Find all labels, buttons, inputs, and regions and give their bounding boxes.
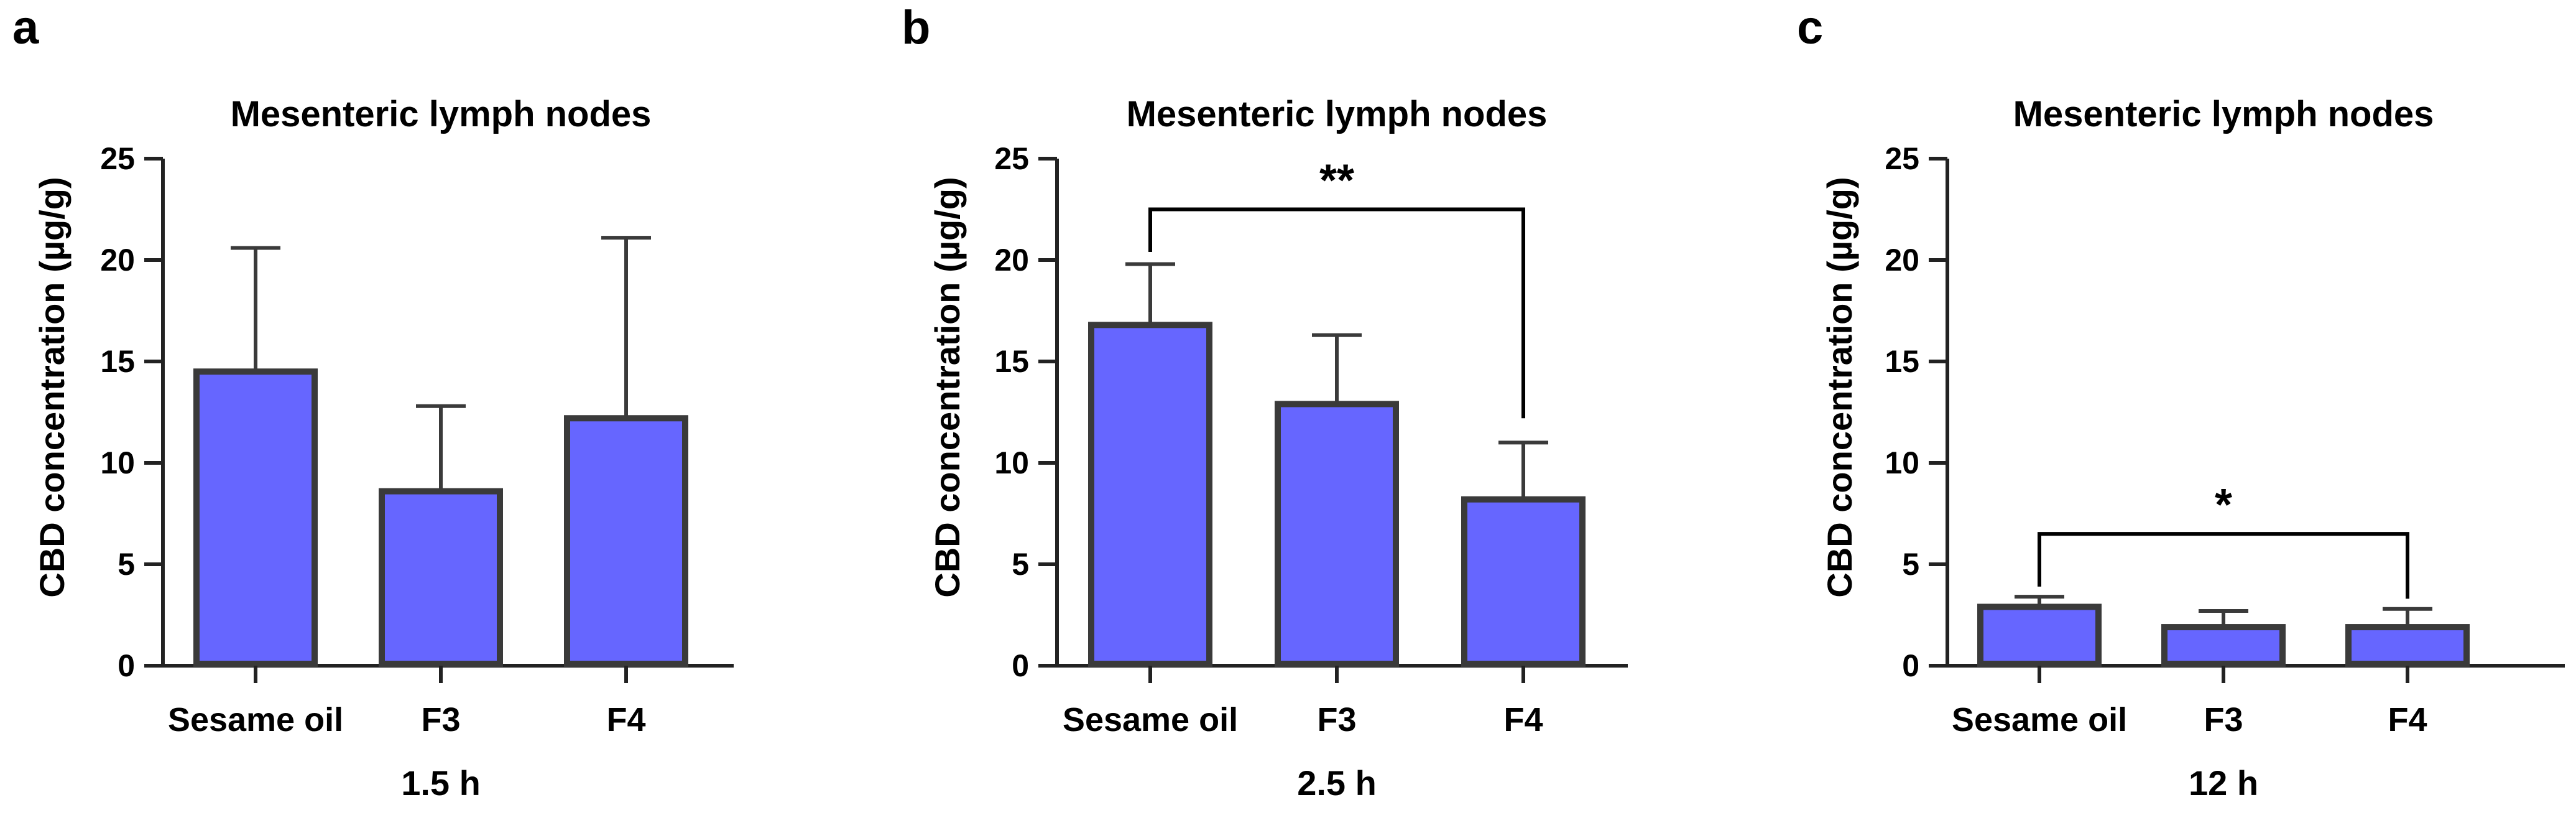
y-tick-label: 25 xyxy=(1885,141,1919,176)
panel-letter: a xyxy=(12,1,39,54)
x-axis-label: 1.5 h xyxy=(401,763,481,803)
y-tick-label: 10 xyxy=(100,445,135,480)
x-tick-label: F3 xyxy=(2204,701,2243,738)
x-tick-label: Sesame oil xyxy=(1063,701,1238,738)
y-tick-label: 25 xyxy=(994,141,1029,176)
y-tick-label: 5 xyxy=(118,547,135,582)
x-tick-label: F3 xyxy=(1317,701,1356,738)
chart-title: Mesenteric lymph nodes xyxy=(231,94,652,134)
significance-bracket xyxy=(1148,207,1525,419)
bar-f3 xyxy=(1275,401,1399,668)
bar-f4 xyxy=(564,415,688,668)
panel-letter: c xyxy=(1797,1,1823,54)
y-tick-label: 5 xyxy=(1902,547,1919,582)
y-tick-label: 15 xyxy=(100,344,135,379)
significance-label: ** xyxy=(1319,156,1354,206)
x-tick-label: F4 xyxy=(2388,701,2427,738)
bar-f3 xyxy=(2161,624,2286,667)
bar-f4 xyxy=(1461,496,1586,667)
x-tick-label: Sesame oil xyxy=(168,701,343,738)
bar-f3 xyxy=(379,488,503,667)
x-tick-label: F3 xyxy=(421,701,460,738)
x-tick-label: F4 xyxy=(606,701,645,738)
y-tick-label: 10 xyxy=(994,445,1029,480)
bar-sesame-oil xyxy=(1977,603,2102,668)
y-tick-label: 20 xyxy=(100,243,135,277)
x-tick-label: Sesame oil xyxy=(1952,701,2127,738)
y-tick-label: 15 xyxy=(1885,344,1919,379)
x-axis-label: 2.5 h xyxy=(1297,763,1377,803)
y-tick-label: 25 xyxy=(100,141,135,176)
y-axis-label: CBD concentration (µg/g) xyxy=(32,177,72,597)
significance-bracket xyxy=(2038,532,2409,599)
chart-title: Mesenteric lymph nodes xyxy=(1127,94,1548,134)
bar-f4 xyxy=(2345,624,2470,667)
y-tick-label: 0 xyxy=(1902,648,1919,683)
y-tick-label: 15 xyxy=(994,344,1029,379)
y-axis-label: CBD concentration (µg/g) xyxy=(928,177,967,597)
y-axis-label: CBD concentration (µg/g) xyxy=(1820,177,1859,597)
y-tick-label: 20 xyxy=(1885,243,1919,277)
y-tick-label: 0 xyxy=(1012,648,1029,683)
y-tick-label: 5 xyxy=(1012,547,1029,582)
y-tick-label: 0 xyxy=(118,648,135,683)
y-tick-label: 20 xyxy=(994,243,1029,277)
bar-sesame-oil xyxy=(1088,322,1212,667)
panel-letter: b xyxy=(902,1,930,54)
significance-label: * xyxy=(2215,480,2232,530)
chart-title: Mesenteric lymph nodes xyxy=(2013,94,2434,134)
bar-sesame-oil xyxy=(193,368,318,667)
x-axis-label: 12 h xyxy=(2189,763,2258,803)
y-tick-label: 10 xyxy=(1885,445,1919,480)
x-tick-label: F4 xyxy=(1503,701,1543,738)
